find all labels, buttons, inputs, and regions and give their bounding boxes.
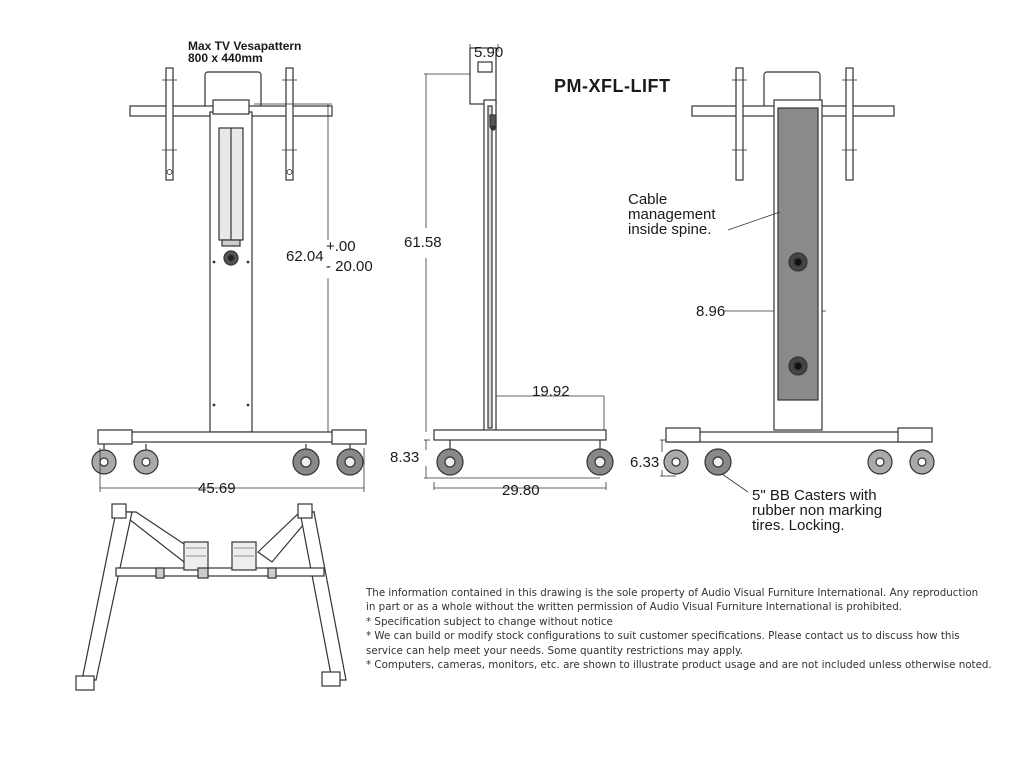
disclaimer-line-5: service can help meet your needs. Some q… [366,644,743,657]
rear-view [660,67,935,493]
dim-base-height-side: 8.33 [390,449,420,466]
disclaimer: The information contained in this drawin… [366,586,992,672]
front-casters [91,444,364,476]
dim-spine-width: 8.96 [696,303,726,320]
disclaimer-line-2: in part or as a whole without the writte… [366,601,903,614]
disclaimer-line-4: * We can build or modify stock configura… [366,630,960,643]
front-view [91,67,367,492]
cable-callout: Cable management inside spine. [628,192,716,237]
dim-height-plus: +.00 [326,238,356,255]
dim-height-value: 62.04 [286,248,324,265]
dim-base-height-rear: 6.33 [630,454,660,471]
dim-base-depth: 29.80 [502,482,540,499]
vesa-line-2: 800 x 440mm [188,51,263,65]
disclaimer-line-6: * Computers, cameras, monitors, etc. are… [366,659,992,672]
dim-side-offset: 19.92 [532,383,570,400]
vesa-line-1: Max TV Vesapattern [188,39,302,53]
base-iso-view [75,503,347,691]
dim-height-minus: - 20.00 [326,258,373,275]
disclaimer-line-3: * Specification subject to change withou… [366,615,613,628]
dim-overall-width: 45.69 [198,480,236,497]
vesa-label: Max TV Vesapattern 800 x 440mm [188,40,301,64]
cable-callout-line-2: management [628,206,716,223]
dim-side-height: 61.58 [404,234,442,251]
side-view [424,44,614,490]
cable-callout-line-1: Cable [628,191,668,208]
model-title: PM-XFL-LIFT [554,76,671,96]
caster-callout-line-2: rubber non marking [752,502,883,519]
cable-callout-line-3: inside spine. [628,221,712,238]
caster-callout-line-3: tires. Locking. [752,517,845,534]
caster-callout-line-1: 5" BB Casters with [752,487,877,504]
dim-mount-depth: 5.90 [474,44,504,61]
disclaimer-line-1: The information contained in this drawin… [366,587,979,599]
caster-callout: 5" BB Casters with rubber non marking ti… [752,488,882,533]
